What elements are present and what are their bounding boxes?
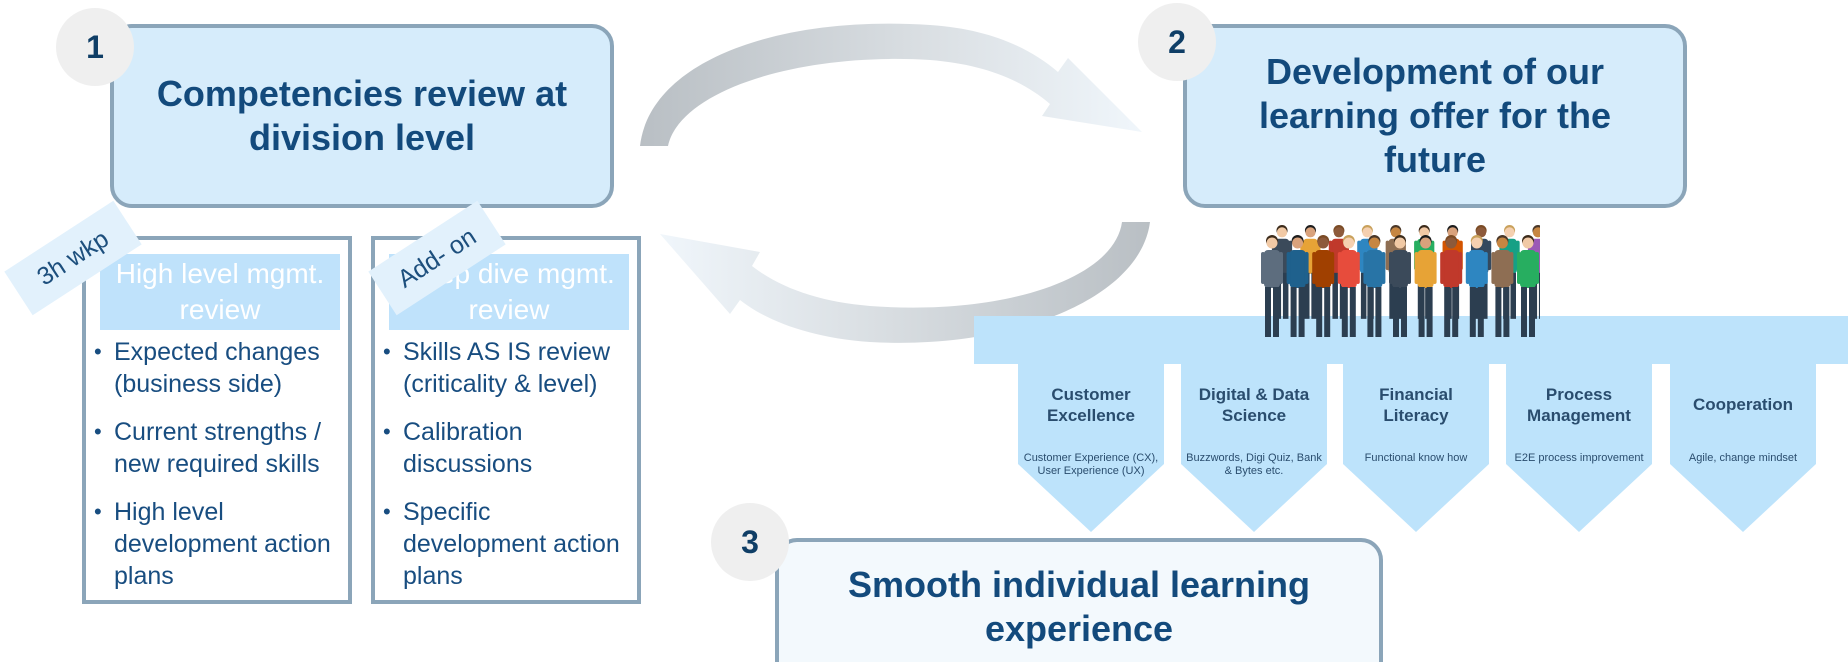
list-item: Calibration discussions — [381, 416, 633, 480]
step-number-3: 3 — [711, 503, 789, 581]
stage-1-title: Competencies review at division level — [156, 73, 568, 158]
list-item: Specific development action plans — [381, 496, 633, 592]
stage-3-box: Smooth individual learning experience — [775, 538, 1383, 662]
pillar-shape — [1670, 364, 1816, 532]
list-item: High level development action plans — [92, 496, 344, 592]
pillar-description: Customer Experience (CX), User Experienc… — [1023, 452, 1159, 477]
pillar-digital-data-science: Digital & Data Science Buzzwords, Digi Q… — [1181, 364, 1327, 532]
pillar-shape — [1343, 364, 1489, 532]
people-group-icon — [1261, 225, 1540, 337]
pillar-cooperation: Cooperation Agile, change mindset — [1670, 364, 1816, 532]
list-item: Current strengths / new required skills — [92, 416, 344, 480]
step-number-1: 1 — [56, 8, 134, 86]
pillar-title: Customer Excellence — [1047, 385, 1135, 425]
pillar-shape — [1506, 364, 1652, 532]
pillar-description: Buzzwords, Digi Quiz, Bank & Bytes etc. — [1186, 452, 1322, 477]
stage-2-box: Development of our learning offer for th… — [1183, 24, 1687, 208]
stage-2-title: Development of our learning offer for th… — [1258, 51, 1612, 180]
pillar-description: Functional know how — [1364, 452, 1468, 464]
high-level-review-heading: High level mgmt. review — [100, 254, 340, 330]
deep-dive-review-list: Skills AS IS review (criticality & level… — [381, 336, 633, 608]
pillar-description: Agile, change mindset — [1688, 452, 1798, 464]
learning-offer-band — [974, 316, 1848, 364]
stage-3-title: Smooth individual learning experience — [847, 564, 1311, 649]
pillar-shape — [1181, 364, 1327, 532]
high-level-review-list: Expected changes (business side) Current… — [92, 336, 344, 608]
pillar-title: Cooperation — [1692, 395, 1794, 414]
high-level-review-panel: High level mgmt. review Expected changes… — [82, 236, 352, 604]
list-item: Expected changes (business side) — [92, 336, 344, 400]
stage-1-box: Competencies review at division level — [110, 24, 614, 208]
pillar-description: E2E process improvement — [1514, 452, 1644, 464]
list-item: Skills AS IS review (criticality & level… — [381, 336, 633, 400]
pillar-title: Financial Literacy — [1379, 385, 1453, 425]
step-number-2: 2 — [1138, 3, 1216, 81]
pillar-process-management: Process Management E2E process improveme… — [1506, 364, 1652, 532]
pillar-shape — [1018, 364, 1164, 532]
cycle-arrows — [640, 23, 1150, 343]
pillar-customer-excellence: Customer Excellence Customer Experience … — [1018, 364, 1164, 532]
pillar-title: Digital & Data Science — [1198, 385, 1310, 425]
pillar-financial-literacy: Financial Literacy Functional know how — [1343, 364, 1489, 532]
deep-dive-review-panel: Deep dive mgmt. review Skills AS IS revi… — [371, 236, 641, 604]
pillar-title: Process Management — [1527, 385, 1631, 425]
